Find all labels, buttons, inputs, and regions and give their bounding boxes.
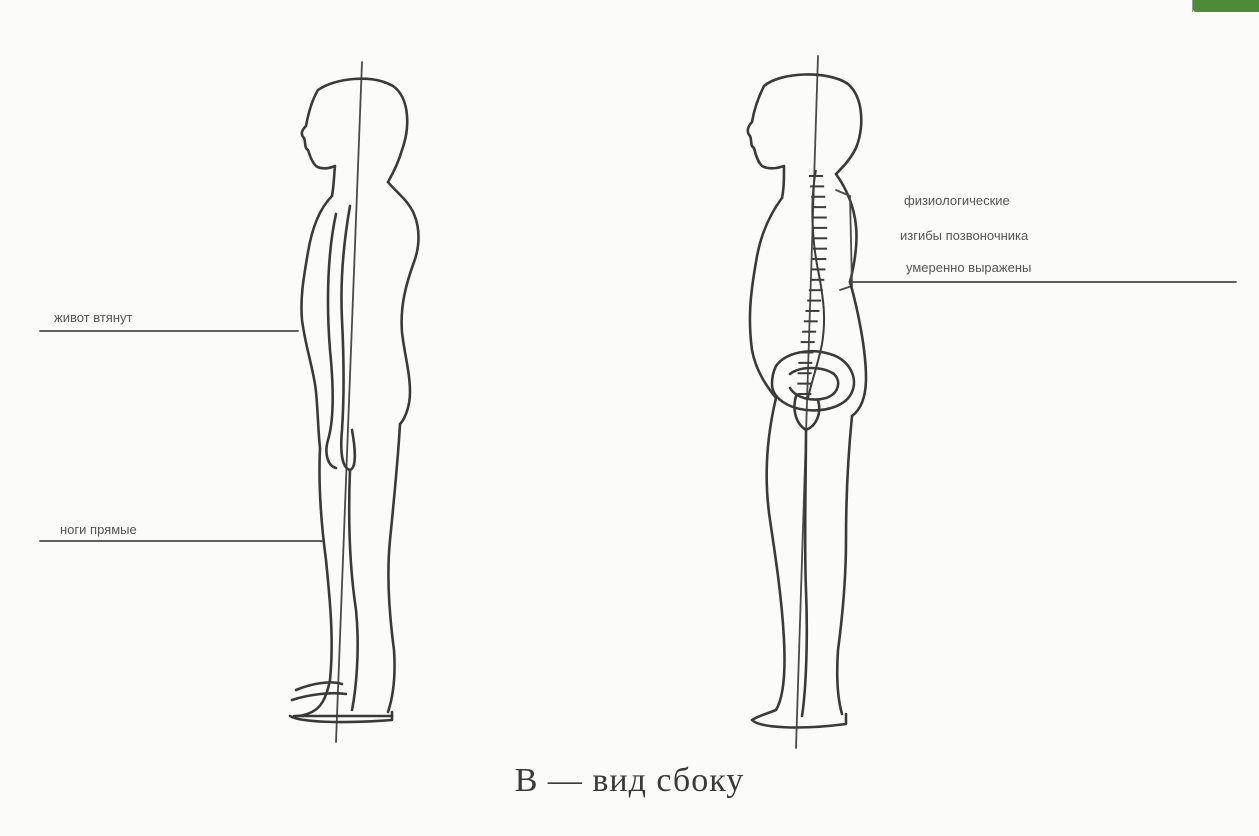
right-hip <box>850 282 866 416</box>
spine-label-line-1: физиологические <box>904 193 1010 208</box>
right-torso <box>750 174 857 398</box>
left-torso <box>301 182 418 448</box>
right-spine-outline <box>836 190 852 290</box>
spine-label-line-2: изгибы позвоночника <box>900 228 1029 243</box>
legs-label: ноги прямые <box>60 522 137 537</box>
spine-label-line-3: умеренно выражены <box>906 260 1031 275</box>
right-head <box>748 74 861 198</box>
figure-caption: В — вид сбоку <box>0 762 1259 800</box>
left-head <box>302 79 407 196</box>
belly-label: живот втянут <box>54 310 133 325</box>
right-figure: физиологические изгибы позвоночника умер… <box>748 56 1236 748</box>
left-figure: живот втянут ноги прямые <box>40 62 419 742</box>
left-arm <box>326 206 354 470</box>
